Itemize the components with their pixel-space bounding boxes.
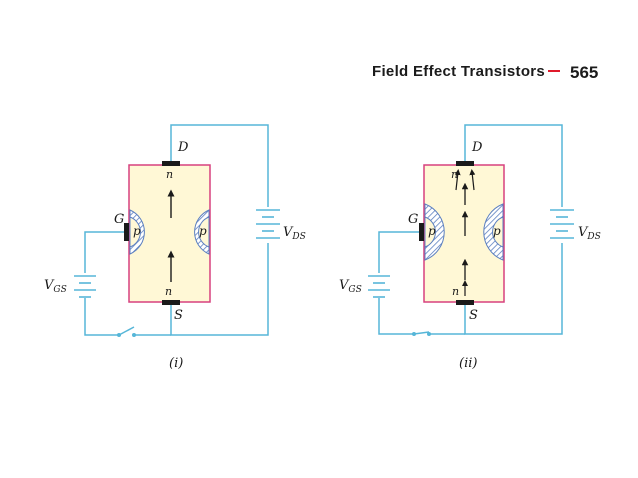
wire-gate-to-vgs	[84, 231, 128, 273]
running-title: Field Effect Transistors	[372, 64, 546, 80]
n-region-bottom-label: n	[452, 285, 459, 298]
gate-label: G	[114, 212, 124, 227]
vds-battery	[256, 209, 280, 239]
electron-flow-arrow	[454, 169, 461, 191]
source-label: S	[174, 308, 183, 323]
diagram-i: D S G n n p p VDS VGS (i)	[44, 124, 306, 371]
p-region-left	[129, 216, 141, 248]
p-region-right-label: p	[199, 224, 207, 238]
gate-label: G	[408, 212, 418, 227]
wire-vds-to-source	[170, 243, 269, 336]
n-region-bottom-label: n	[165, 285, 172, 298]
p-region-left	[424, 216, 436, 248]
vgs-label: VGS	[339, 278, 362, 295]
p-region-right	[492, 216, 504, 248]
p-region-left-label: p	[428, 224, 436, 238]
drain-label: D	[177, 140, 189, 155]
vgs-battery	[74, 275, 96, 298]
wire-vgs-to-switch	[84, 298, 118, 336]
drain-label: D	[471, 140, 483, 155]
p-region-left-label: p	[133, 224, 141, 238]
n-region-top-label: n	[166, 168, 173, 181]
drain-terminal	[456, 161, 474, 166]
switch-blade	[413, 331, 430, 335]
wire-drain-to-vds	[170, 124, 269, 207]
diagram-ii: D S G n n p p VDS VGS (ii)	[339, 124, 601, 371]
wire-gate-to-vgs	[378, 231, 423, 273]
vds-label: VDS	[283, 225, 306, 242]
wire-vgs-to-switch	[378, 298, 414, 335]
p-region-right-label: p	[493, 224, 501, 238]
wire-vds-to-source	[464, 243, 563, 335]
gate-terminal	[419, 223, 424, 241]
vgs-battery	[368, 275, 390, 298]
vgs-label: VGS	[44, 278, 67, 295]
page-number: 565	[570, 64, 599, 82]
source-terminal	[456, 300, 474, 305]
page-header: Field Effect Transistors 565	[372, 64, 612, 84]
source-terminal	[162, 300, 180, 305]
wire-drain-to-vds	[464, 124, 563, 207]
electron-flow-arrow	[469, 169, 476, 191]
switch-contact	[132, 333, 136, 337]
switch-contact	[427, 332, 431, 336]
n-region-top-label: n	[451, 168, 458, 181]
p-region-right	[198, 216, 210, 248]
header-dash	[548, 70, 560, 72]
vds-battery	[550, 209, 574, 239]
figure-caption: (ii)	[459, 356, 477, 371]
source-label: S	[469, 308, 478, 323]
vds-label: VDS	[578, 225, 601, 242]
drain-terminal	[162, 161, 180, 166]
switch-blade	[118, 326, 135, 336]
gate-terminal	[124, 223, 129, 241]
figure-caption: (i)	[169, 356, 183, 371]
